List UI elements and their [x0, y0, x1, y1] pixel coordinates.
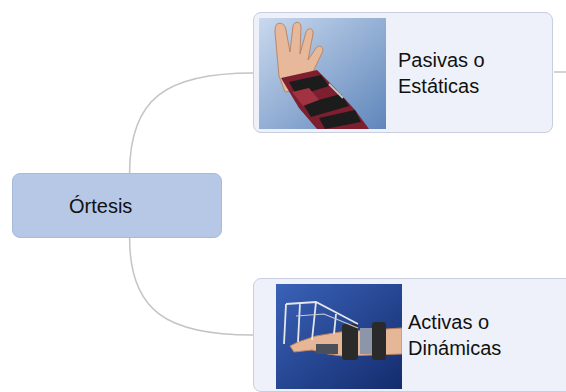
dynamic-splint-photo	[276, 284, 402, 389]
category-box: Activas o Dinámicas	[253, 278, 566, 392]
branch-stub	[554, 71, 566, 73]
node-label: Pasivas o Estáticas	[398, 47, 523, 99]
branch-connector	[130, 238, 253, 335]
branch-connector	[130, 73, 253, 173]
wrist-brace-photo	[259, 18, 386, 129]
node-label: Activas o Dinámicas	[408, 309, 533, 361]
node-label: Órtesis	[69, 193, 132, 219]
category-box: Pasivas o Estáticas	[253, 12, 553, 133]
root-box: Órtesis	[12, 173, 222, 238]
